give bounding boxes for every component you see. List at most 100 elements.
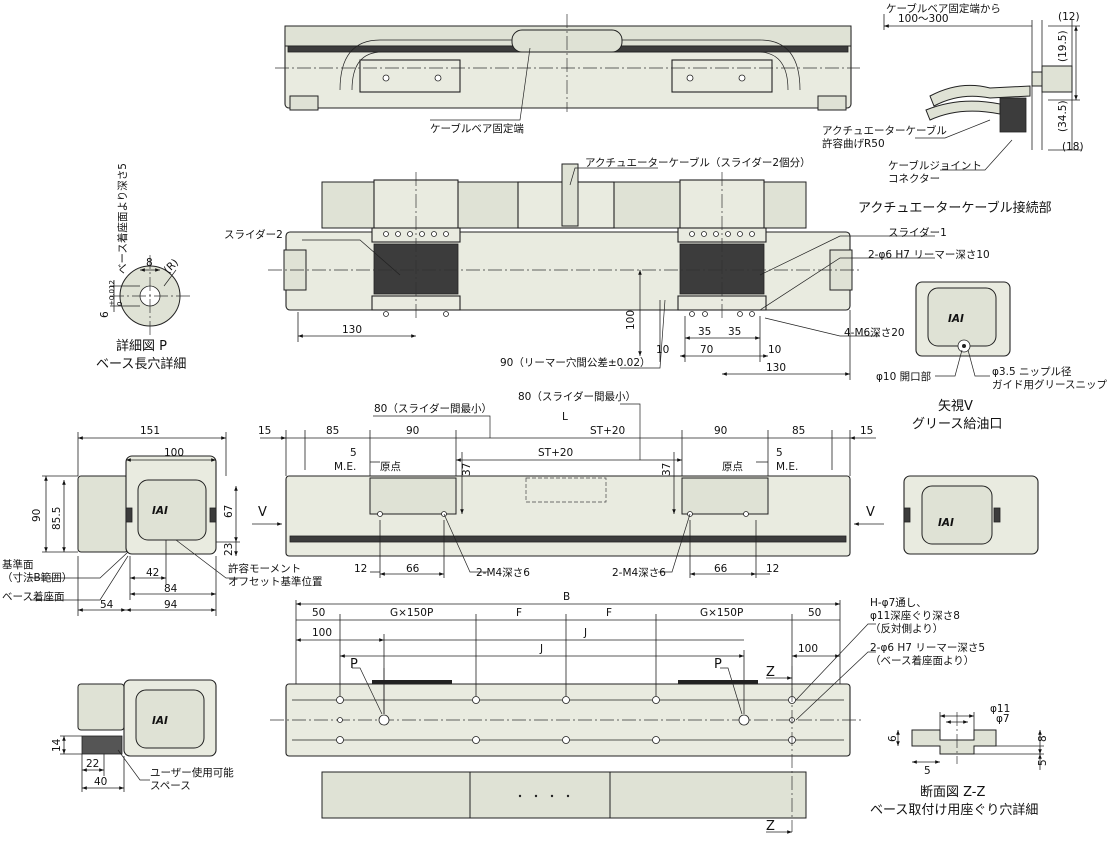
label-p-right: P [714,657,722,672]
label-moment-1: 許容モーメント [228,562,301,575]
logo-iai-v: IAI [948,313,964,325]
label-origin-b: 原点 [722,461,743,473]
label-p-left: P [350,657,358,672]
dim-66a: 66 [406,563,420,575]
label-m4b: 2-M4深さ6 [612,567,666,579]
dim-37b: 37 [661,463,673,476]
dim-130-right: 130 [766,362,786,374]
dim-phi11: φ11 [990,703,1010,715]
dim-8: 8 [146,257,153,269]
label-ref-face-sub: （寸法B範囲） [2,571,72,584]
label-base-seat: ベース着座面 [2,590,64,603]
title-cable-connection: アクチュエーターケーブル接続部 [858,200,1052,216]
label-moment-2: オフセット基準位置 [228,575,323,588]
dim-22: 22 [86,758,99,770]
logo-iai-side: IAI [152,505,168,517]
dim-st20: ST+20 [590,425,625,437]
label-z-top: Z [766,665,775,680]
bottom-view [270,600,876,834]
label-bend-radius: 許容曲げR50 [822,137,885,150]
dim-Fb: F [606,607,612,619]
dim-54: 54 [100,599,114,611]
label-user-space-1: ユーザー使用可能 [150,766,234,779]
dim-94: 94 [164,599,178,611]
dim-90a: 90 [406,425,419,437]
label-reamer5-1: 2-φ6 H7 リーマー深さ5 [870,642,985,654]
dim-34-5p: (34.5) [1057,100,1069,132]
dim-85b: 85 [792,425,805,437]
dim-B: B [563,591,570,603]
dim-Ja: J [583,627,587,639]
dim-37a: 37 [461,463,473,476]
dim-15a: 15 [258,425,271,437]
section-zz [896,712,1044,770]
dim-50a: 50 [312,607,325,619]
dim-L: L [562,411,568,423]
dim-42: 42 [146,567,159,579]
label-z-bottom: Z [766,819,775,834]
label-connector: コネクター [888,173,940,185]
dim-5-zz: 5 [1037,759,1049,766]
dim-35b: 35 [728,326,741,338]
dim-100-br: 100 [798,643,818,655]
top-view [275,14,860,121]
front-view [252,403,884,578]
dim-st20-inner: ST+20 [538,447,573,459]
dim-hole-tol-sup: +0.012 [108,280,116,306]
dim-50b: 50 [808,607,821,619]
dim-12a: 12 [354,563,367,575]
arrow-v-view-2 [903,475,1039,555]
dim-Jb: J [539,643,543,655]
label-cable-joint: ケーブルジョイント [888,159,982,172]
dim-70: 70 [700,344,713,356]
label-m6-20: 4-M6深さ20 [844,327,905,339]
dim-12p: (12) [1058,11,1080,23]
label-h-phi7-3: （反対側より） [870,622,943,635]
label-user-space-2: スペース [150,780,191,792]
dim-151: 151 [140,425,160,437]
dim-12b: 12 [766,563,779,575]
dim-18p: (18) [1062,141,1084,153]
title-zz: 断面図 Z-Z [920,785,986,800]
dim-5-zz2: 5 [924,765,931,777]
label-m4a: 2-M4深さ6 [476,567,530,579]
dim-hole-tol: 6 [99,311,111,318]
label-v-left: V [258,505,267,520]
label-nipple-1: φ3.5 ニップル径 [992,365,1072,378]
dim-130-top: 130 [342,324,362,336]
dim-90-side: 90 [31,509,43,522]
label-reamer5-2: （ベース着座面より） [870,654,974,667]
label-range: 100～300 [898,13,949,25]
arrow-v-view [915,281,1011,377]
dim-g150a: G×150P [390,607,433,619]
title-zz-sub: ベース取付け用座ぐり穴詳細 [870,802,1038,818]
dim-100-v: 100 [625,310,637,330]
dim-100-bl: 100 [312,627,332,639]
dim-85a: 85 [326,425,339,437]
title-grease-port: グリース給油口 [912,417,1002,432]
dim-85-5: 85.5 [51,507,63,530]
dim-14: 14 [51,738,63,752]
dim-hole-tol-sub: 0 [116,302,124,306]
dim-phi7: φ7 [996,713,1010,725]
dim-67: 67 [223,505,235,518]
dim-6: 6 [887,735,899,742]
dim-100-side: 100 [164,447,184,459]
title-detail-p-sub: ベース長穴詳細 [96,356,186,372]
label-me-b: M.E. [776,461,798,473]
label-nipple-2: ガイド用グリースニップル [992,378,1107,391]
label-cable-bear-fixed: ケーブルベア固定端 [430,122,524,135]
dim-19-5p: (19.5) [1057,30,1069,62]
label-actuator-cable: アクチュエーターケーブル [822,124,947,137]
label-cable-bear-from: ケーブルベア固定端から [886,2,1001,15]
dim-90b: 90 [714,425,727,437]
label-h-phi7-1: H-φ7通し、 [870,597,927,609]
dim-35a: 35 [698,326,711,338]
logo-iai-v2: IAI [938,517,954,529]
dim-5b: 5 [776,447,783,459]
dim-10b: 10 [768,344,781,356]
label-h-phi7-2: φ11深座ぐり深さ8 [870,609,960,622]
dim-15b: 15 [860,425,873,437]
label-actuator-cable-two: アクチュエーターケーブル（スライダー2個分） [585,156,811,169]
